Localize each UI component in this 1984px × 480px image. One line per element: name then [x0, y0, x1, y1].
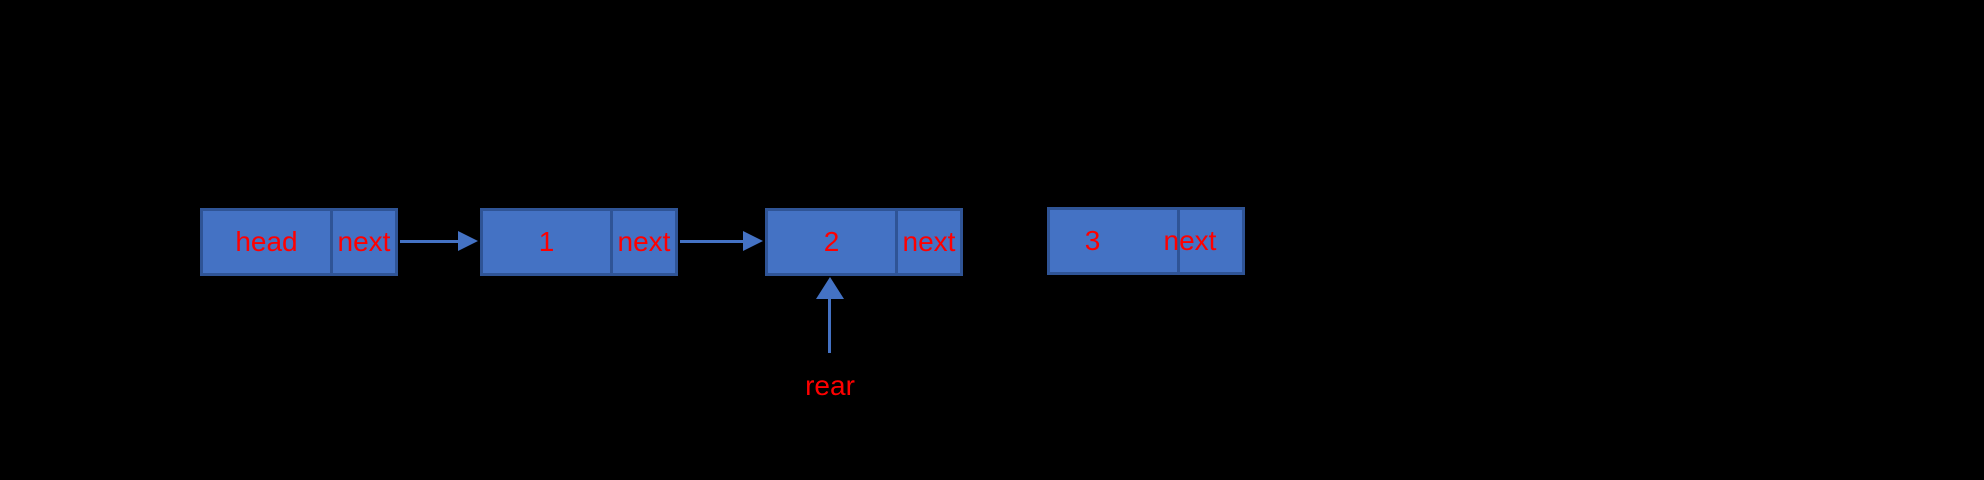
node-head: head next	[200, 208, 398, 276]
rear-pointer-label: rear	[805, 370, 855, 401]
rear-pointer-arrow	[816, 277, 844, 354]
node-3-next-label: next	[1163, 225, 1217, 256]
node-head-value-cell: head	[203, 211, 330, 273]
node-1-next-label: next	[617, 226, 671, 257]
node-2: 2 next	[765, 208, 963, 276]
arrow-shaft	[828, 297, 831, 353]
node-head-next-label: next	[337, 226, 391, 257]
arrow-right-tip-icon	[458, 231, 478, 251]
node-3-next-cell: next	[1164, 210, 1242, 272]
arrow-shaft	[680, 240, 745, 243]
node-3-value-cell: 3	[1050, 210, 1177, 272]
arrow-up-tip-icon	[816, 277, 844, 299]
node-1-next-cell: next	[610, 211, 675, 273]
node-head-next-cell: next	[330, 211, 395, 273]
node-1: 1 next	[480, 208, 678, 276]
arrow-right-tip-icon	[743, 231, 763, 251]
node-head-value: head	[235, 226, 298, 257]
arrow-head-to-node1	[400, 231, 480, 251]
node-1-value-cell: 1	[483, 211, 610, 273]
node-2-value: 2	[823, 226, 840, 257]
node-2-value-cell: 2	[768, 211, 895, 273]
node-3-value: 3	[1084, 225, 1101, 256]
node-3: 3 next	[1047, 207, 1245, 275]
node-2-next-label: next	[902, 226, 956, 257]
node-2-next-cell: next	[895, 211, 960, 273]
arrow-node1-to-node2	[680, 231, 765, 251]
node-1-value: 1	[538, 226, 555, 257]
arrow-shaft	[400, 240, 460, 243]
